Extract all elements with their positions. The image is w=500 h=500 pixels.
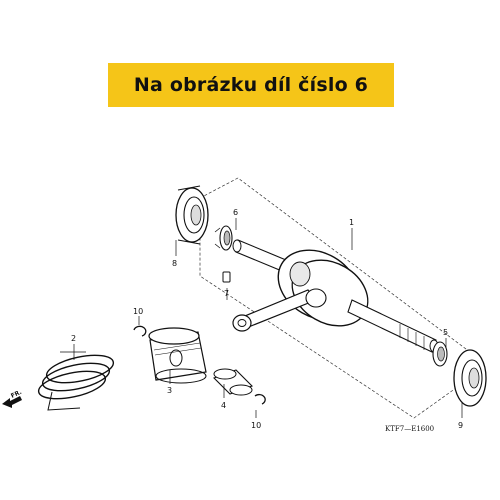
callout-10-bottom: 10 [251, 421, 261, 430]
clip-bottom [254, 393, 266, 405]
piston [148, 327, 207, 384]
piston-ring-set [37, 354, 115, 411]
callout-1: 1 [349, 218, 354, 227]
callout-5: 5 [443, 328, 448, 337]
callout-7: 7 [224, 289, 229, 298]
bearing-right [432, 341, 448, 367]
oil-seal-left [175, 185, 209, 245]
key [222, 271, 231, 283]
callout-4: 4 [221, 401, 226, 410]
front-label: FR. [10, 389, 23, 400]
callout-6: 6 [233, 208, 238, 217]
assembly-boundary [199, 177, 471, 419]
bearing-left [214, 225, 233, 251]
callout-10-top: 10 [133, 307, 143, 316]
callout-9: 9 [458, 421, 463, 430]
clip-top [133, 325, 147, 337]
leader-lines [60, 218, 463, 418]
highlight-banner: Na obrázku díl číslo 6 [108, 63, 394, 107]
crankshaft [232, 239, 439, 353]
piston-pin [213, 368, 253, 396]
banner-text: Na obrázku díl číslo 6 [133, 74, 369, 96]
oil-seal-right [453, 349, 487, 407]
front-arrow-icon [2, 396, 22, 408]
callout-8: 8 [172, 259, 177, 268]
diagram-code: KTF7—E1600 [385, 425, 434, 433]
callout-2: 2 [71, 334, 76, 343]
callout-3: 3 [167, 386, 172, 395]
